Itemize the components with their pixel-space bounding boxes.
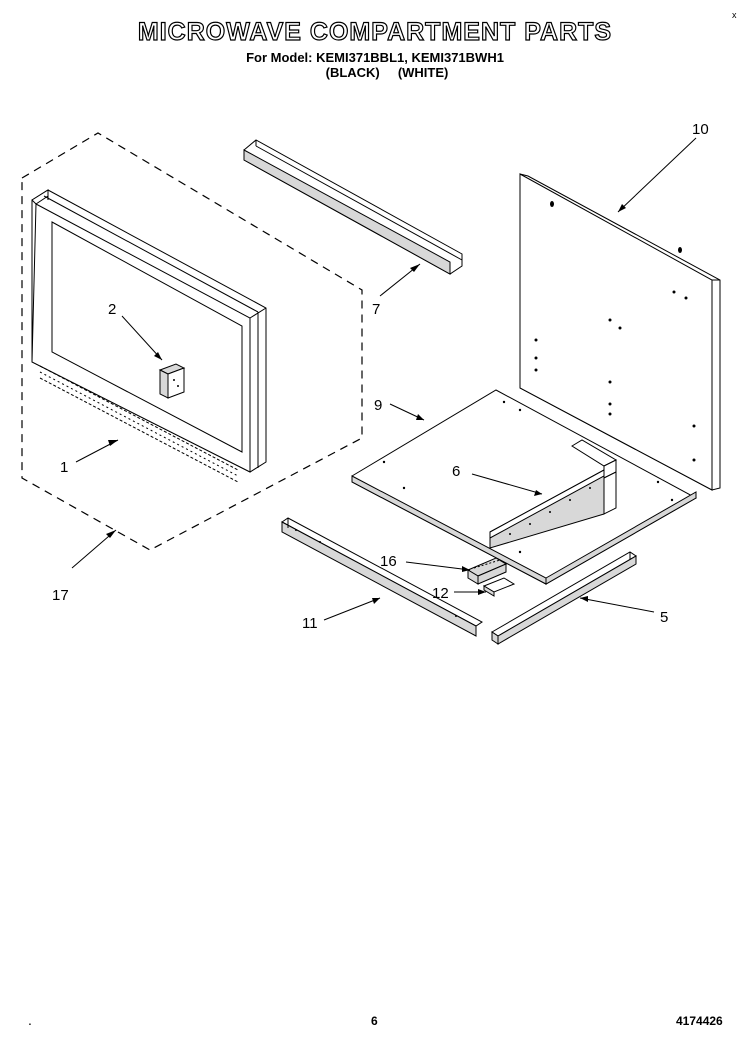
part-6-bracket bbox=[489, 439, 618, 549]
part-1-frame bbox=[31, 189, 267, 483]
callout-10: 10 bbox=[692, 121, 709, 138]
model-numbers: For Model: KEMI371BBL1, KEMI371BWH1 bbox=[246, 50, 504, 65]
callout-labels: 2 1 17 7 10 9 6 16 12 11 5 bbox=[52, 121, 709, 632]
panel-holes bbox=[534, 201, 696, 462]
callout-7: 7 bbox=[372, 301, 380, 318]
page-title: MICROWAVE COMPARTMENT PARTS bbox=[137, 17, 613, 46]
callout-16: 16 bbox=[380, 553, 397, 570]
callout-1: 1 bbox=[60, 459, 68, 476]
part-17-dashed-outline bbox=[21, 132, 363, 551]
callout-6: 6 bbox=[452, 463, 460, 480]
callout-5: 5 bbox=[660, 609, 668, 626]
left-mark: . bbox=[28, 1012, 32, 1028]
part-12-block bbox=[482, 577, 516, 597]
callout-9: 9 bbox=[374, 397, 382, 414]
model-colors: (BLACK) (WHITE) bbox=[325, 65, 449, 80]
page-number: 6 bbox=[371, 1014, 378, 1028]
part-2-block bbox=[158, 363, 186, 399]
part-11-slide-rail bbox=[281, 517, 483, 637]
document-number: 4174426 bbox=[676, 1014, 723, 1028]
leader-lines bbox=[71, 137, 697, 621]
callout-17: 17 bbox=[52, 587, 69, 604]
part-16-block bbox=[466, 557, 508, 585]
part-9-floor-plate bbox=[351, 389, 698, 585]
callout-2: 2 bbox=[108, 301, 116, 318]
part-10-back-panel bbox=[519, 173, 721, 491]
vent-slots bbox=[39, 365, 239, 483]
part-5-slide-rail bbox=[491, 551, 637, 645]
callout-12: 12 bbox=[432, 585, 449, 602]
part-7-rail bbox=[243, 139, 463, 275]
callout-11: 11 bbox=[302, 615, 318, 632]
corner-mark: x bbox=[732, 10, 737, 20]
